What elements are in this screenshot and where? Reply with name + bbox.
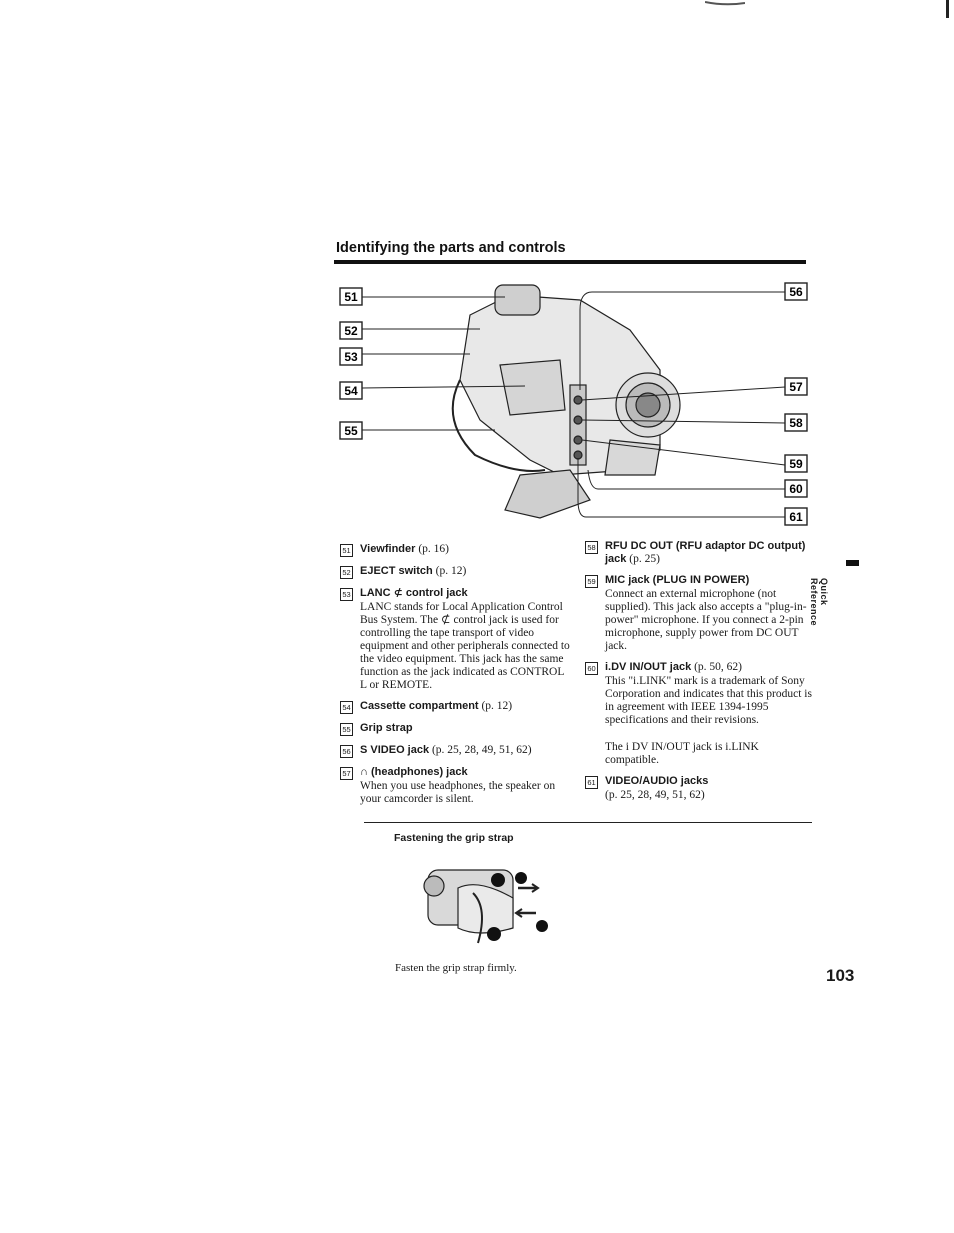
item-description: When you use headphones, the speaker on … — [360, 780, 556, 805]
callout-59: 59 — [789, 457, 803, 471]
page-number: 103 — [826, 966, 855, 985]
edge-mark — [946, 0, 949, 18]
step-number-icons — [487, 872, 548, 941]
item-number-badge: 54 — [340, 701, 353, 714]
callout-51: 51 — [344, 290, 358, 304]
callout-57: 57 — [789, 380, 803, 394]
item-description: LANC stands for Local Application Contro… — [360, 601, 570, 691]
item-description: (p. 25, 28, 49, 51, 62) — [605, 789, 705, 801]
section-title: Fastening the grip strap — [394, 832, 514, 844]
callout-54: 54 — [344, 384, 358, 398]
grip-strap-illustration — [423, 869, 548, 944]
side-section-label: Quick Reference — [809, 578, 829, 627]
callout-61: 61 — [789, 510, 803, 524]
item-number-badge: 61 — [585, 776, 598, 789]
item-description: Connect an external microphone (not supp… — [605, 588, 807, 652]
item-number-badge: 58 — [585, 541, 598, 554]
camcorder-diagram: 51 52 53 54 55 56 57 58 59 60 61 — [339, 282, 808, 526]
list-item: 57∩ (headphones) jack When you use headp… — [340, 766, 570, 806]
section-tab-marker — [846, 560, 859, 566]
callout-58: 58 — [789, 416, 803, 430]
page-title: Identifying the parts and controls — [336, 240, 566, 256]
title-rule — [334, 260, 806, 264]
item-number-badge: 60 — [585, 662, 598, 675]
section-divider — [364, 822, 812, 823]
callout-53: 53 — [344, 350, 358, 364]
item-number-badge: 53 — [340, 588, 353, 601]
item-number-badge: 56 — [340, 745, 353, 758]
scan-artifact — [705, 1, 745, 6]
camcorder-body-illustration — [451, 284, 681, 519]
callout-60: 60 — [789, 482, 803, 496]
item-number-badge: 51 — [340, 544, 353, 557]
item-number-badge: 59 — [585, 575, 598, 588]
callout-55: 55 — [344, 424, 358, 438]
item-note: The i DV IN/OUT jack is i.LINK compatibl… — [605, 741, 759, 766]
callouts-right: 56 57 58 59 60 61 — [577, 282, 808, 526]
callout-52: 52 — [344, 324, 358, 338]
item-description: This "i.LINK" mark is a trademark of Son… — [605, 675, 812, 726]
item-number-badge: 52 — [340, 566, 353, 579]
item-number-badge: 55 — [340, 723, 353, 736]
callouts-left: 51 52 53 54 55 — [339, 287, 526, 440]
item-number-badge: 57 — [340, 767, 353, 780]
callout-56: 56 — [789, 285, 803, 299]
figure-caption: Fasten the grip strap firmly. — [395, 962, 517, 974]
